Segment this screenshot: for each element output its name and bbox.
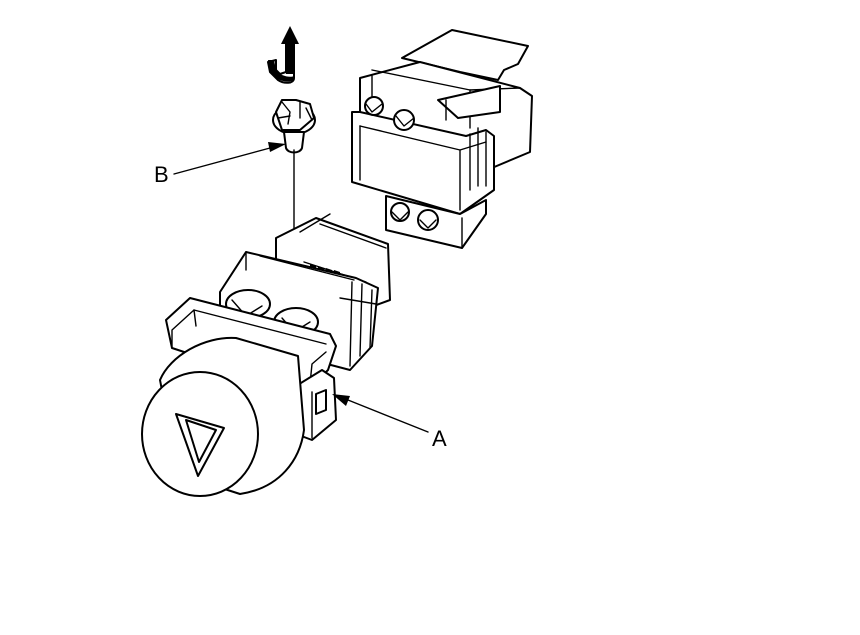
bulb xyxy=(272,99,316,335)
callout-a xyxy=(332,394,429,433)
hazard-switch xyxy=(141,213,391,497)
callout-label-a: A xyxy=(432,426,447,451)
rotate-arrow-icon xyxy=(267,26,299,84)
connector xyxy=(351,29,533,249)
callout-b xyxy=(173,142,286,175)
callout-label-b: B xyxy=(154,162,169,187)
